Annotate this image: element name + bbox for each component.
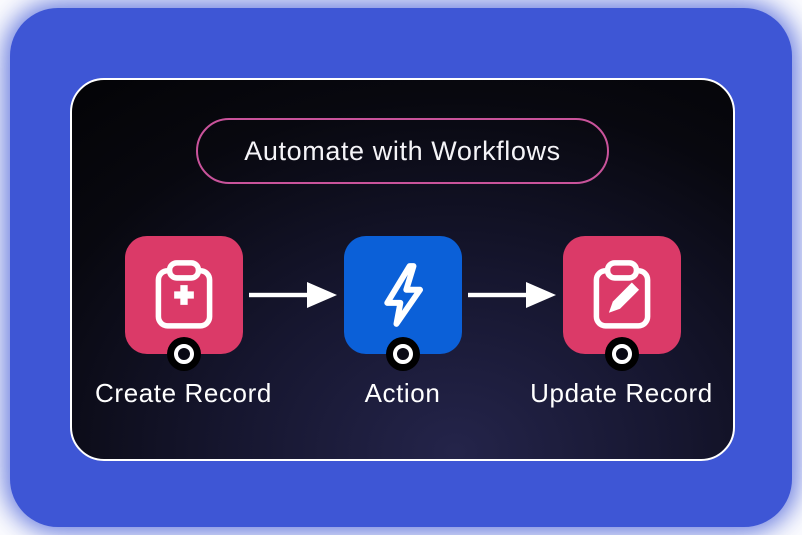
title-badge: Automate with Workflows (196, 118, 609, 184)
node-label-action: Action (364, 378, 441, 408)
clipboard-plus-icon (124, 236, 243, 354)
flow-arrow-icon (462, 236, 563, 354)
workflow-diagram: Create Record Action (95, 236, 712, 414)
node-update-record: Update Record (530, 236, 712, 414)
connector-dot (604, 337, 639, 371)
outer-frame: Automate with Workflows Create Record (10, 8, 792, 527)
connector-ring (611, 344, 632, 364)
node-action: Action (343, 236, 462, 414)
title-badge-label: Automate with Workflows (244, 135, 561, 166)
connector-ring (173, 344, 194, 364)
connector-dot (385, 337, 420, 371)
flow-arrow-icon (243, 236, 344, 354)
clipboard-pencil-icon (562, 236, 681, 354)
connector-dot (166, 337, 201, 371)
node-label-update-record: Update Record (530, 378, 713, 408)
workflow-panel: Automate with Workflows Create Record (70, 78, 735, 461)
node-create-record: Create Record (95, 236, 271, 414)
lightning-bolt-icon (343, 236, 462, 354)
connector-ring (392, 344, 413, 364)
node-label-create-record: Create Record (95, 378, 272, 408)
